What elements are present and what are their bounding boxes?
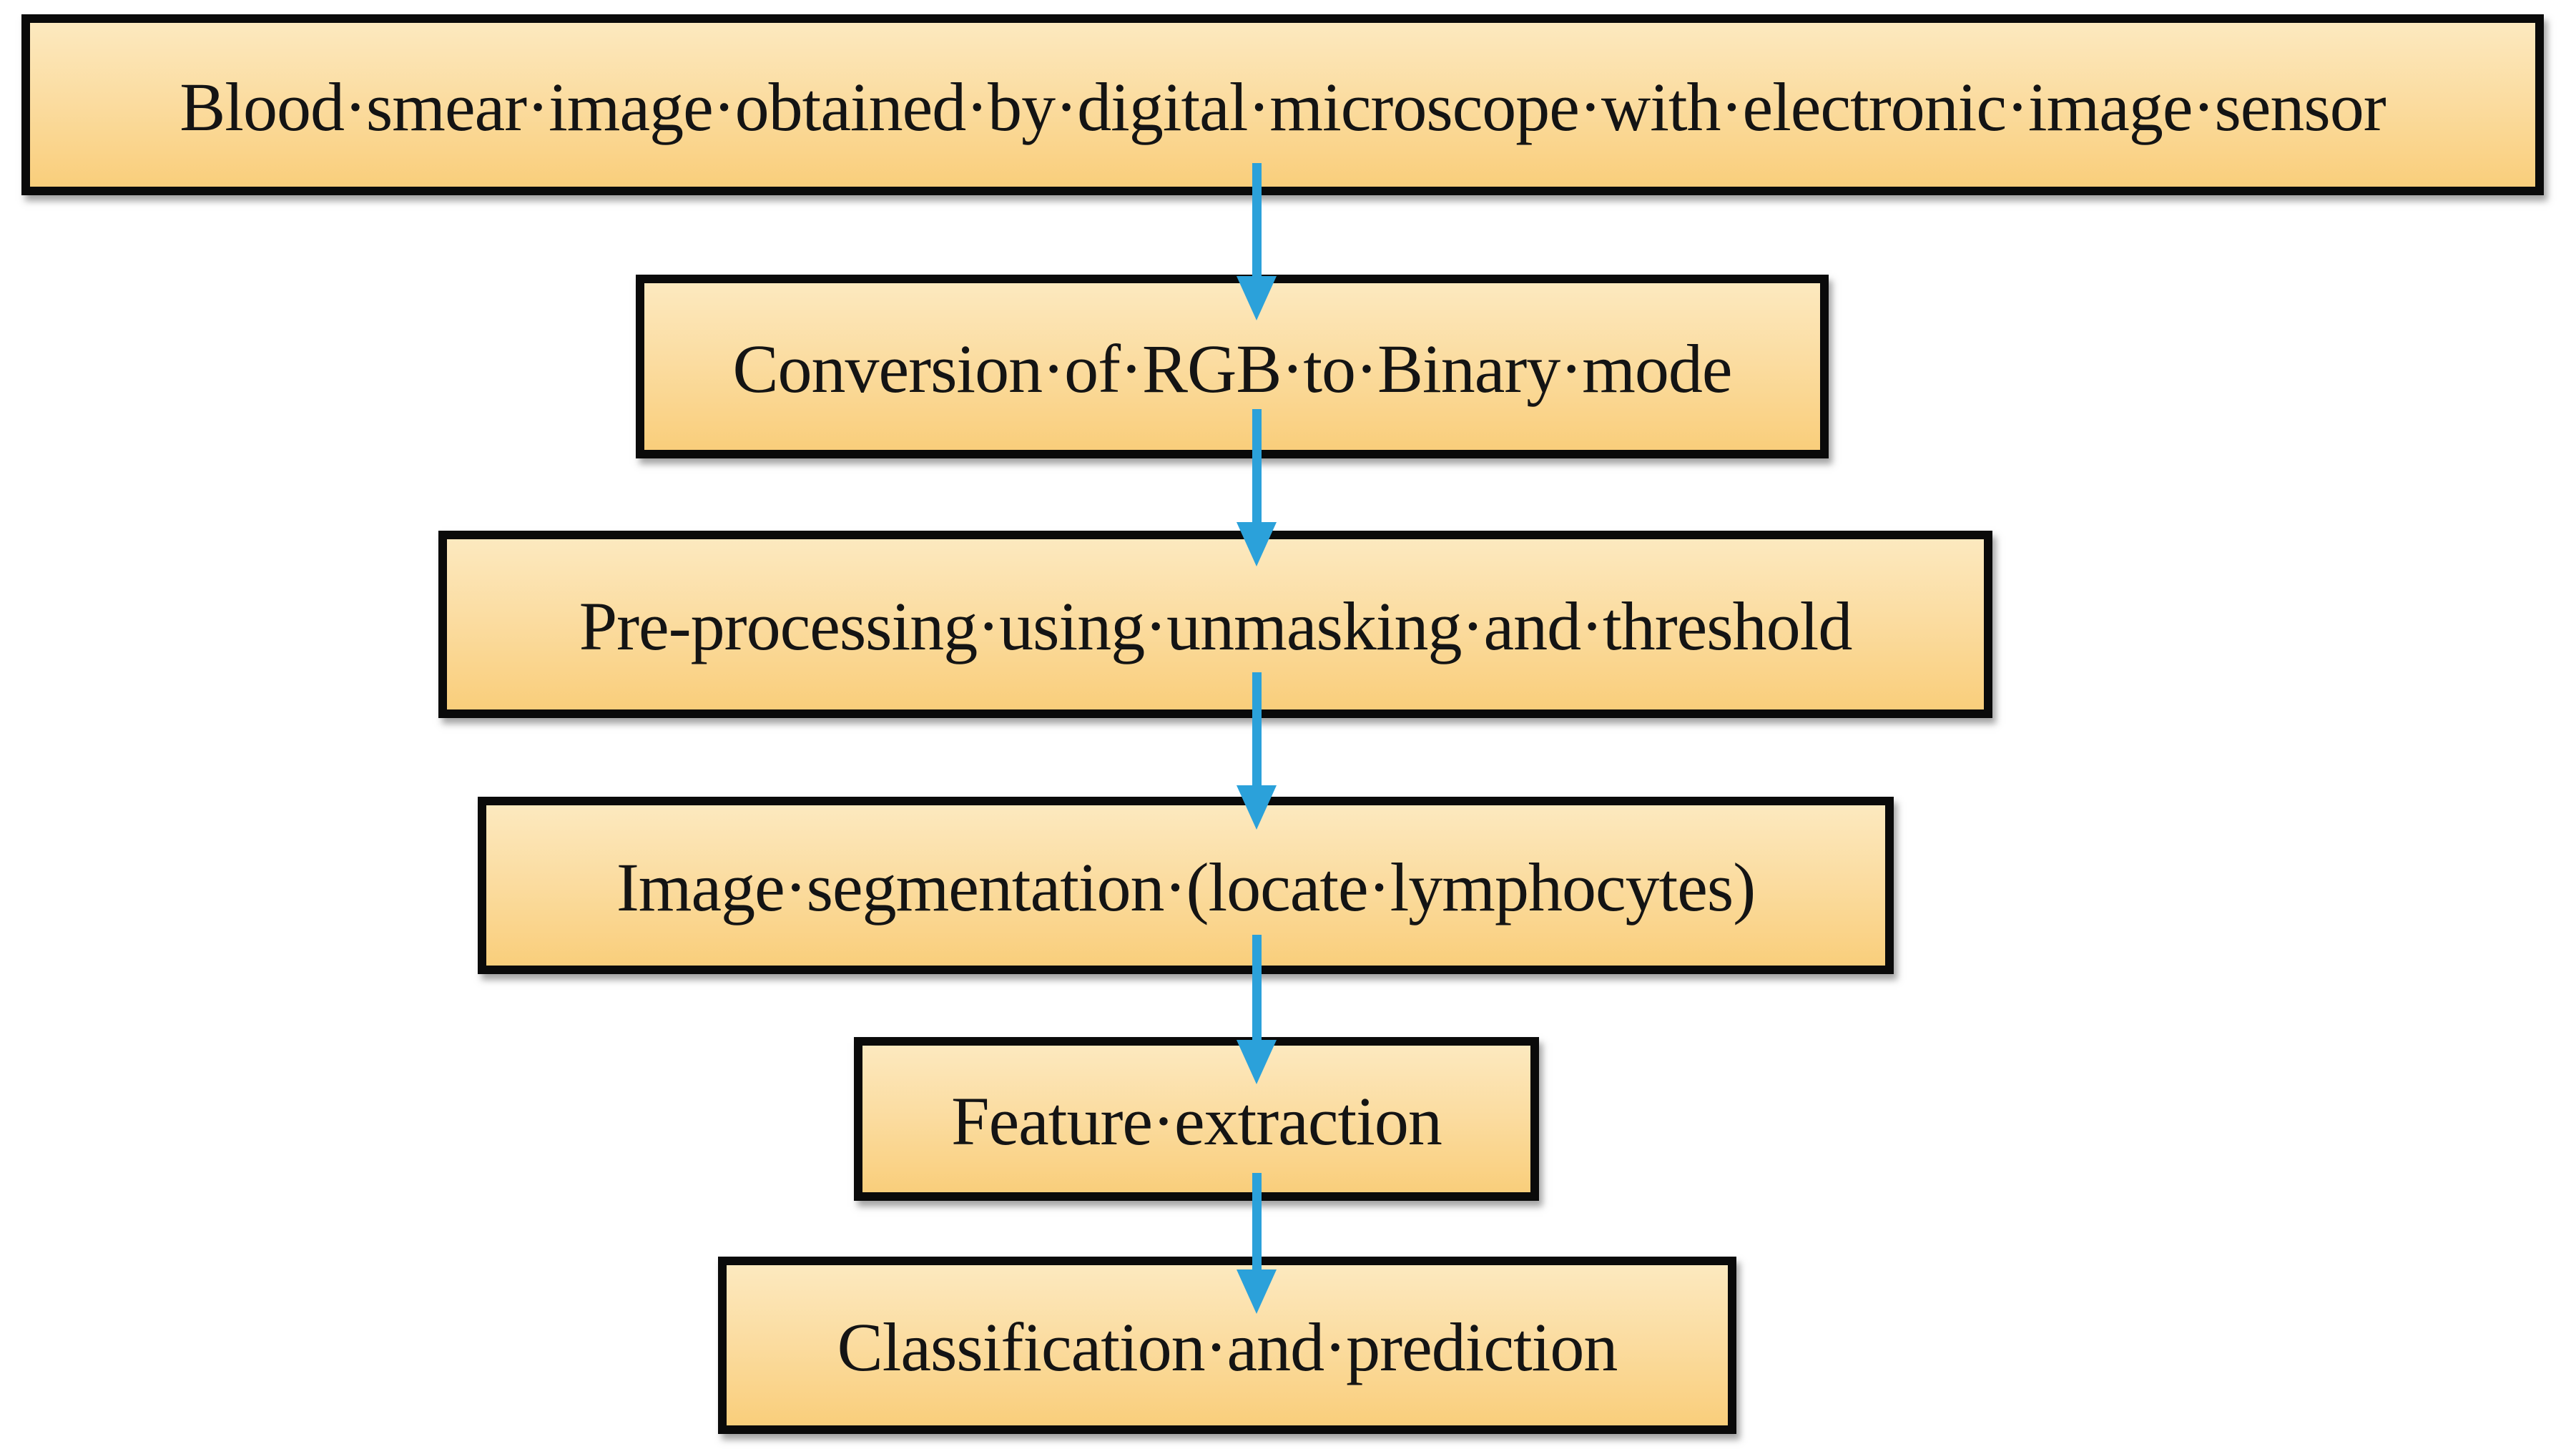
down-arrow-icon bbox=[1237, 409, 1277, 566]
step-label: Feature·extraction bbox=[951, 1082, 1442, 1159]
arrow-head bbox=[1237, 1269, 1277, 1314]
step-classification-prediction: Classification·and·prediction bbox=[718, 1257, 1736, 1434]
step-label: Classification·and·prediction bbox=[837, 1309, 1618, 1385]
arrow-shaft bbox=[1252, 1173, 1262, 1269]
down-arrow-icon bbox=[1237, 672, 1277, 830]
step-pre-processing: Pre-processing·using·unmasking·and·thres… bbox=[438, 531, 1992, 718]
arrow-head bbox=[1237, 785, 1277, 830]
down-arrow-icon bbox=[1237, 935, 1277, 1084]
step-image-segmentation: Image·segmentation·(locate·lymphocytes) bbox=[478, 797, 1894, 974]
step-label: Conversion·of·RGB·to·Binary·mode bbox=[732, 330, 1732, 407]
step-label: Pre-processing·using·unmasking·and·thres… bbox=[579, 588, 1853, 664]
step-blood-smear-image: Blood·smear·image·obtained·by·digital·mi… bbox=[21, 14, 2544, 195]
arrow-head bbox=[1237, 522, 1277, 566]
arrow-head bbox=[1237, 276, 1277, 320]
arrow-shaft bbox=[1252, 935, 1262, 1040]
arrow-head bbox=[1237, 1040, 1277, 1084]
down-arrow-icon bbox=[1237, 163, 1277, 320]
arrow-shaft bbox=[1252, 163, 1262, 276]
step-feature-extraction: Feature·extraction bbox=[854, 1037, 1539, 1201]
step-label: Blood·smear·image·obtained·by·digital·mi… bbox=[180, 68, 2386, 145]
arrow-shaft bbox=[1252, 409, 1262, 522]
step-label: Image·segmentation·(locate·lymphocytes) bbox=[616, 849, 1756, 925]
step-rgb-to-binary: Conversion·of·RGB·to·Binary·mode bbox=[636, 275, 1829, 458]
down-arrow-icon bbox=[1237, 1173, 1277, 1314]
arrow-shaft bbox=[1252, 672, 1262, 785]
